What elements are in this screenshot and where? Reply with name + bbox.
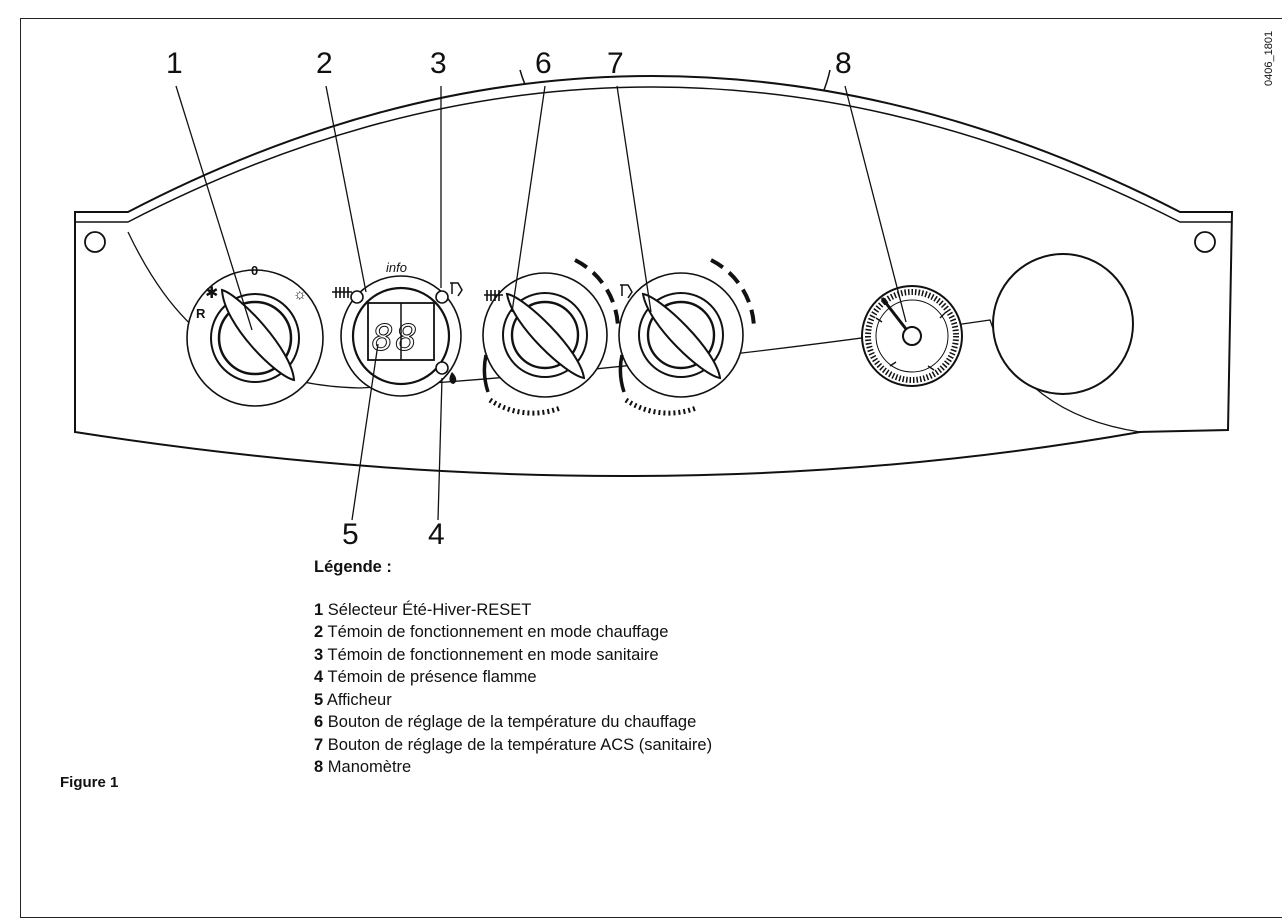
hot-water-indicator-led (435, 290, 449, 304)
legend-item-number: 5 (314, 690, 324, 709)
heating-radiator-icon-2 (484, 290, 503, 301)
legend: Légende : 1 Sélecteur Été-Hiver-RESET 2 … (314, 556, 712, 779)
legend-item-number: 8 (314, 758, 324, 776)
display-module (340, 275, 462, 397)
legend-item: 4 Témoin de présence flamme (314, 666, 712, 689)
mounting-hole-left (84, 231, 106, 253)
legend-item: 3 Témoin de fonctionnement en mode sanit… (314, 644, 712, 667)
callout-3: 3 (430, 47, 447, 80)
legend-item-text: Manomètre (327, 758, 412, 776)
callout-4: 4 (428, 518, 445, 551)
panel-top-edge (75, 86, 1232, 223)
legend-item: 1 Sélecteur Été-Hiver-RESET (314, 599, 712, 622)
legend-item-number: 1 (314, 600, 324, 619)
legend-item-number: 4 (314, 668, 324, 686)
figure-label: Figure 1 (60, 774, 119, 791)
legend-item: 2 Témoin de fonctionnement en mode chauf… (314, 621, 712, 644)
leader-lines (175, 85, 907, 521)
callout-5: 5 (342, 518, 359, 551)
boiler-control-panel-diagram: 0406_1801 ✱ 0 ☼ R info 88 (74, 31, 1275, 551)
mounting-hole-right (1194, 231, 1216, 253)
heating-temperature-knob[interactable] (482, 258, 621, 416)
callout-6: 6 (535, 47, 552, 80)
selector-snow-icon: ✱ (205, 285, 218, 302)
callout-7: 7 (607, 47, 624, 80)
heating-indicator-led (350, 290, 364, 304)
flame-indicator-led (435, 361, 449, 375)
selector-off-label: 0 (251, 263, 258, 278)
legend-item-text: Témoin de fonctionnement en mode sanitai… (327, 645, 659, 664)
heating-radiator-icon (332, 287, 352, 298)
image-code: 0406_1801 (1263, 31, 1275, 86)
legend-item: 6 Bouton de réglage de la température du… (314, 711, 712, 734)
legend-item-text: Afficheur (326, 690, 392, 709)
legend-item: 8 Manomètre (314, 756, 712, 779)
info-label: info (386, 260, 407, 275)
legend-item-number: 7 (314, 735, 324, 754)
legend-item-number: 2 (314, 623, 324, 641)
legend-item: 5 Afficheur (314, 689, 712, 712)
legend-item-text: Bouton de réglage de la température ACS … (327, 735, 713, 754)
tap-icon-2 (620, 284, 633, 299)
callout-1: 1 (166, 47, 183, 80)
round-opening (992, 253, 1134, 395)
callout-8: 8 (835, 47, 852, 80)
legend-item-text: Sélecteur Été-Hiver-RESET (327, 600, 532, 619)
pressure-gauge (861, 285, 963, 387)
selector-knob[interactable] (186, 269, 324, 407)
tap-icon (450, 282, 463, 297)
legend-list: 1 Sélecteur Été-Hiver-RESET 2 Témoin de … (314, 599, 712, 779)
legend-item-number: 6 (314, 713, 324, 731)
selector-sun-icon: ☼ (293, 286, 307, 303)
legend-title: Légende : (314, 558, 392, 576)
flame-icon (449, 372, 457, 384)
legend-item-text: Bouton de réglage de la température du c… (327, 713, 697, 731)
callout-2: 2 (316, 47, 333, 80)
legend-item-text: Témoin de présence flamme (327, 668, 537, 686)
legend-item-text: Témoin de fonctionnement en mode chauffa… (327, 623, 669, 641)
legend-item-number: 3 (314, 645, 324, 664)
display-digits: 88 (372, 318, 419, 359)
legend-item: 7 Bouton de réglage de la température AC… (314, 734, 712, 757)
selector-reset-label: R (196, 306, 206, 321)
